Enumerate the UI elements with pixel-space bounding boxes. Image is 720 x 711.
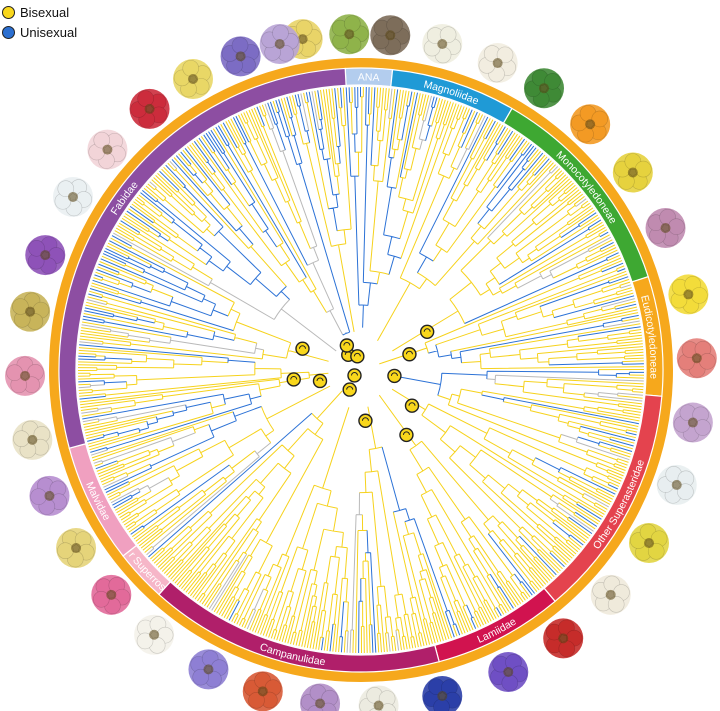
flower-photo-malva [5, 355, 46, 396]
flower-photo-thistle [56, 528, 97, 569]
transition-node-icon [402, 347, 417, 362]
flower-photo-ring [5, 14, 717, 711]
legend-label-bisexual: Bisexual [20, 4, 70, 20]
transition-node-icon [387, 368, 402, 384]
flower-photo-strelitzia [570, 104, 611, 145]
tree-branches-uncertain [78, 88, 644, 653]
legend: Bisexual Unisexual [2, 2, 77, 42]
flower-photo-geranium [29, 475, 70, 516]
transition-node-icon [358, 413, 373, 428]
flower-photo-red-tubular [543, 618, 584, 659]
flower-photo-salvia [488, 651, 529, 692]
clade-label-ana: ANA [358, 71, 380, 84]
transition-node-icon [350, 349, 365, 364]
transition-node-icon [419, 324, 435, 339]
legend-item-unisexual: Unisexual [2, 22, 77, 42]
bisexual-swatch-icon [2, 5, 15, 19]
transition-nodes [286, 324, 435, 443]
flower-photo-viola [220, 36, 261, 77]
flower-photo-white-flower [422, 23, 463, 64]
flower-photo-centaurea [300, 683, 341, 711]
angiosperm-outer-ring [49, 58, 673, 682]
flower-photo-lily [645, 208, 686, 249]
legend-label-unisexual: Unisexual [20, 24, 78, 40]
flower-photo-red-rose [129, 88, 170, 129]
flower-photo-rosa [590, 574, 631, 615]
flower-photo-yellow-iris [612, 152, 653, 193]
flower-photo-hydrangea [672, 402, 713, 443]
unisexual-swatch-icon [2, 25, 15, 39]
transition-node-icon [286, 372, 301, 387]
flower-photo-white-star [656, 464, 697, 505]
flower-photo-gentian [422, 676, 463, 711]
legend-item-bisexual: Bisexual [2, 2, 77, 22]
flower-photo-pea [25, 235, 66, 276]
flower-photo-achillea [358, 685, 399, 711]
tree-branches-unisexual [78, 86, 645, 654]
flower-photo-dianthus [91, 574, 132, 615]
flower-photo-penstemon [242, 671, 283, 711]
flower-photo-orchid [12, 419, 53, 460]
flower-photo-arum [523, 68, 564, 109]
transition-node-icon [347, 368, 362, 383]
flower-photo-nigella [370, 15, 411, 56]
flower-photo-protea [676, 338, 717, 379]
transition-node-icon [339, 338, 355, 353]
flower-photo-pink-blossom [87, 129, 128, 170]
flower-photo-buttercup [668, 274, 709, 315]
flower-photo-yellow-rose [173, 59, 213, 100]
flower-photo-white-five-petal [52, 176, 93, 217]
transition-node-icon [312, 373, 328, 389]
clade-ana: ANA [344, 67, 394, 88]
transition-node-icon [399, 427, 414, 443]
transition-node-icon [295, 341, 310, 356]
tree-branches-bisexual [77, 86, 645, 654]
flower-photo-green-leaf [329, 14, 370, 55]
flower-photo-campanula [188, 649, 229, 690]
flower-photo-daisy [134, 614, 175, 655]
angiosperm-ring-band [49, 58, 673, 682]
transition-node-icon [342, 382, 357, 397]
flower-photo-sedum [629, 523, 670, 564]
flower-photo-passiflora [259, 23, 300, 64]
transition-node-icon [404, 398, 420, 413]
phylogenetic-tree [77, 86, 645, 654]
flower-photo-magnolia [477, 43, 518, 84]
flower-photo-catkin [10, 291, 51, 332]
